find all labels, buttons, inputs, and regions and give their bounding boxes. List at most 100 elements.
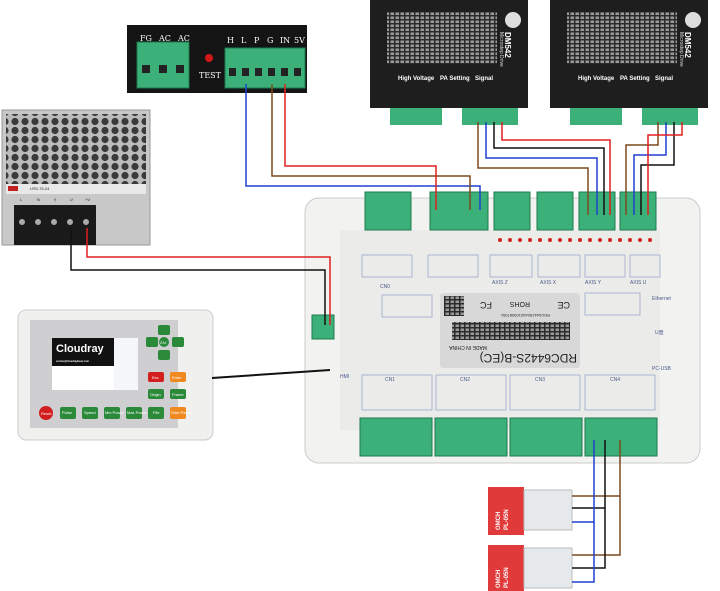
pc-usb-port-label[interactable]: PC-USB bbox=[652, 366, 672, 372]
cn4-label: CN4 bbox=[610, 377, 620, 383]
down-arrow-button[interactable] bbox=[158, 350, 170, 360]
min-power-button[interactable] bbox=[104, 407, 120, 419]
wire-drv2-4 bbox=[647, 122, 683, 215]
bottom-terminal-blocks bbox=[359, 417, 658, 457]
brand-logo-icon bbox=[505, 12, 521, 28]
origin-label: Origin bbox=[150, 392, 161, 397]
start-pause-button[interactable] bbox=[170, 407, 186, 419]
wire-hmi bbox=[211, 369, 331, 379]
file-button[interactable] bbox=[148, 407, 164, 419]
rohs-mark: ROHS bbox=[509, 300, 530, 307]
axis-y-label: AXIS Y bbox=[585, 280, 602, 286]
hmi-website: service@cloudraylaser.com bbox=[56, 360, 90, 363]
zu-button[interactable] bbox=[159, 337, 169, 347]
terminal-label-h: H bbox=[227, 36, 234, 45]
driver-signal-terminal bbox=[462, 108, 518, 125]
ethernet-port-label[interactable]: Ethernet bbox=[652, 296, 672, 302]
speed-button[interactable] bbox=[82, 407, 98, 419]
left-arrow-button[interactable] bbox=[146, 337, 158, 347]
wire-sensor2-brown bbox=[572, 496, 621, 556]
wire-drv1-2 bbox=[485, 122, 598, 215]
up-arrow-button[interactable] bbox=[158, 325, 170, 335]
wire-drv1-4 bbox=[501, 122, 611, 215]
psu-terminal-pos: +V bbox=[85, 197, 90, 202]
brand-logo-icon bbox=[685, 12, 701, 28]
reset-label: Reset bbox=[41, 411, 52, 416]
terminal-label-ac1: AC bbox=[158, 34, 171, 43]
status-leds bbox=[498, 238, 652, 242]
section-high-voltage: High Voltage bbox=[398, 76, 435, 82]
terminal-label-p: P bbox=[254, 36, 260, 45]
cloudray-logo bbox=[52, 338, 114, 366]
reset-button[interactable] bbox=[39, 406, 53, 420]
wire-laser-in bbox=[284, 84, 437, 210]
limit-sensor-2: OMCH PL-05N bbox=[488, 545, 573, 591]
qr-code bbox=[444, 296, 464, 316]
max-power-label: Max Power bbox=[127, 410, 148, 415]
terminal-label-5v: 5V bbox=[294, 36, 305, 45]
serial-number: RDC6442S6442100087051 bbox=[500, 313, 550, 318]
sensor-brand: OMCH bbox=[496, 570, 502, 588]
product-label: CE ROHS FC RDC6442S6442100087051 MADE IN… bbox=[440, 293, 580, 368]
wire-drv1-3 bbox=[493, 122, 605, 215]
controller-model: RDC6442S-B(EC) bbox=[480, 351, 577, 365]
file-label: File bbox=[153, 410, 160, 415]
stepper-driver-1: DM542 Microstep Drive High Voltage PA Se… bbox=[370, 0, 528, 125]
wire-drv2-2 bbox=[633, 122, 667, 215]
pulse-label: Pulse bbox=[62, 410, 73, 415]
max-power-button[interactable] bbox=[126, 407, 142, 419]
esc-button[interactable] bbox=[148, 372, 164, 382]
hmi-control-panel: Cloudray service@cloudraylaser.com Z/U E… bbox=[17, 309, 214, 441]
axis-z-label: AXIS Z bbox=[492, 280, 508, 286]
stepper-driver-2: DM542 Microstep Drive High Voltage PA Se… bbox=[550, 0, 708, 125]
enter-label: Enter bbox=[172, 375, 182, 380]
enter-button[interactable] bbox=[170, 372, 186, 382]
right-arrow-button[interactable] bbox=[172, 337, 184, 347]
wire-drv2-1 bbox=[625, 122, 659, 215]
terminal-label-l: L bbox=[241, 36, 247, 45]
start-pause-label: Start Pause bbox=[171, 410, 193, 415]
axis-u-label: AXIS U bbox=[630, 280, 647, 286]
hmi-screen bbox=[52, 366, 114, 390]
psu-model-label: LRS-75-24 bbox=[30, 186, 50, 191]
barcode bbox=[452, 322, 570, 340]
cn2-label: CN2 bbox=[460, 377, 470, 383]
section-high-voltage: High Voltage bbox=[578, 76, 615, 82]
switching-power-supply: LRS-75-24 L N ⏚ -V +V bbox=[1, 109, 151, 246]
frame-label: Frame bbox=[172, 392, 184, 397]
pulse-button[interactable] bbox=[60, 407, 76, 419]
wire-psu-neg bbox=[70, 228, 326, 325]
wire-laser-g bbox=[271, 84, 471, 210]
wire-drv2-3 bbox=[640, 122, 675, 215]
driver-brand: Microstep Drive bbox=[498, 32, 504, 67]
cn1-label: CN1 bbox=[385, 377, 395, 383]
section-signal: Signal bbox=[475, 76, 493, 82]
fc-mark: FC bbox=[480, 300, 492, 310]
ce-mark: CE bbox=[557, 300, 570, 310]
speed-label: Speed bbox=[84, 410, 96, 415]
terminal-label-fg: FG bbox=[140, 34, 152, 43]
frame-button[interactable] bbox=[170, 389, 186, 399]
test-label: TEST bbox=[199, 71, 222, 80]
test-button[interactable] bbox=[205, 54, 213, 62]
laser-power-supply: FG AC AC TEST H L P G IN 5V bbox=[127, 25, 307, 93]
section-pa-setting: PA Setting bbox=[440, 76, 470, 82]
psu-terminal-ground: ⏚ bbox=[53, 196, 57, 202]
usb-disk-port-label[interactable]: U盘 bbox=[655, 329, 664, 336]
laser-psu-right-terminal-block bbox=[224, 47, 306, 89]
wire-sensor2-blue bbox=[572, 522, 595, 583]
psu-terminal-l: L bbox=[20, 197, 23, 202]
wire-drv1-1 bbox=[477, 122, 589, 215]
origin-button[interactable] bbox=[148, 389, 164, 399]
terminal-label-g: G bbox=[267, 36, 273, 45]
power-input-terminal bbox=[311, 314, 335, 340]
terminal-label-ac2: AC bbox=[177, 34, 190, 43]
axis-x-label: AXIS X bbox=[540, 280, 557, 286]
sensor-model: PL-05N bbox=[504, 509, 510, 530]
hmi-port-label: HMI bbox=[340, 374, 349, 380]
sensor-brand: OMCH bbox=[496, 512, 502, 530]
laser-psu-left-terminal-block bbox=[136, 41, 190, 89]
driver-power-terminal bbox=[570, 108, 622, 125]
top-terminal-blocks bbox=[364, 191, 657, 231]
